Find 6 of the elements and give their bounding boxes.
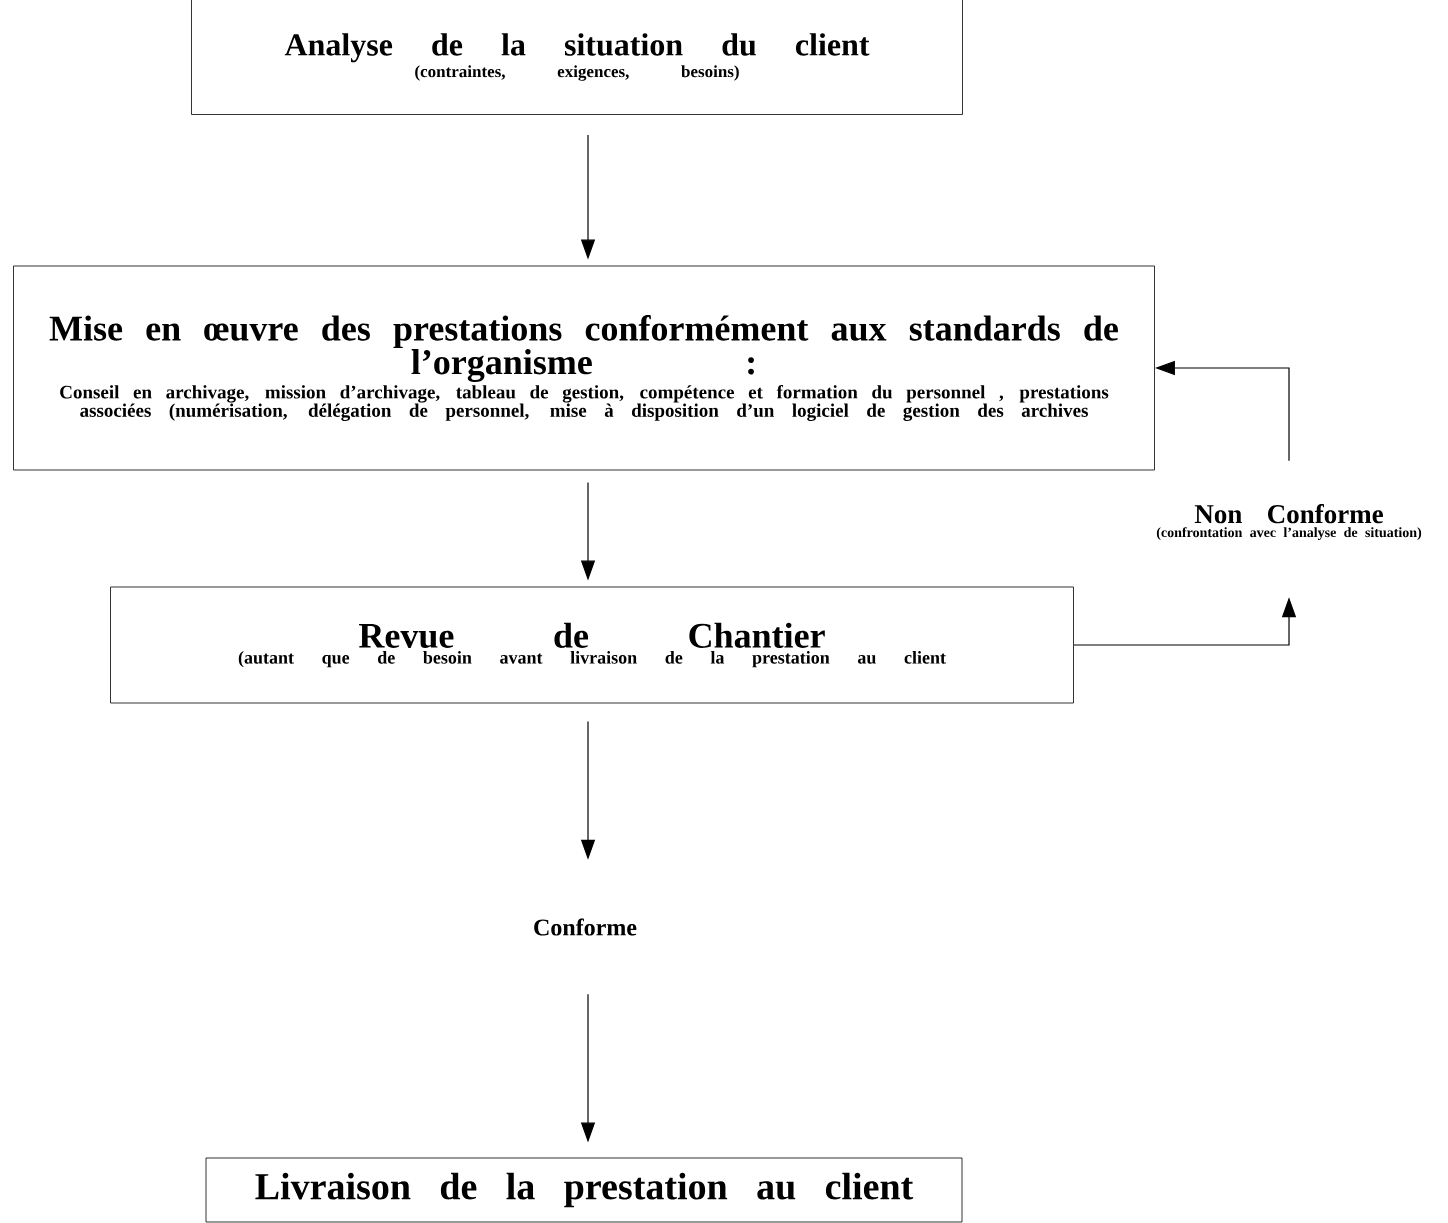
process-box: Analyse de la situation du client (contraintes, exigences, besoins) <box>191 0 963 115</box>
outcome-text: Non Conforme (confrontation avec l’analyse de situation) <box>1156 504 1422 540</box>
process-box: Mise en œuvre des prestations conformément aux standards de l’organisme : Conseil en archivage, mission d’archivage, tableau de gestion, compétence et formation du personnel , prestations associées (numérisation, délégation de personnel, mise à disposition d’un logiciel de gestion des archives <box>13 265 1155 471</box>
outcome-text: Conforme <box>534 918 637 936</box>
process-box: Revue de Chantier (autant que de besoin avant livraison de la prestation au client <box>110 586 1074 704</box>
process-box: Livraison de la prestation au client <box>205 1157 963 1223</box>
